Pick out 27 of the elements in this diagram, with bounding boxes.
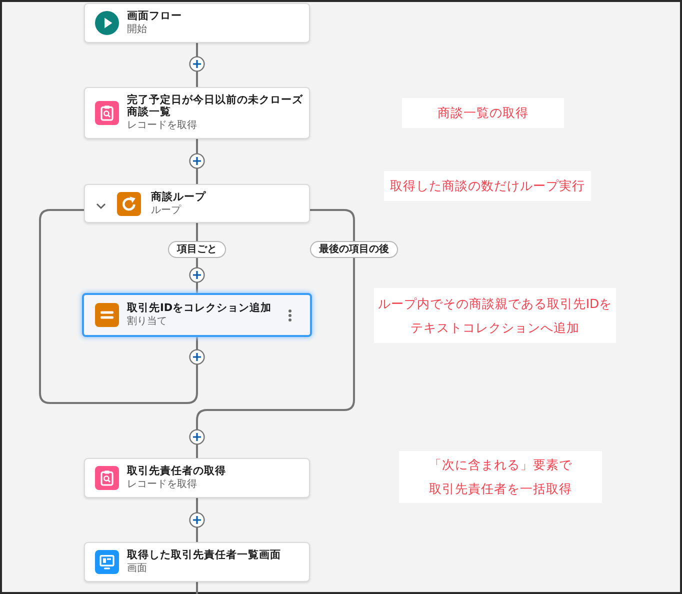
element-title: 取引先IDをコレクション追加 [127, 302, 273, 314]
element-type-label: ループ [151, 204, 182, 216]
annotation-text: 商談一覧の取得 [436, 104, 530, 122]
annotation-text: 取得した商談の数だけループ実行 [389, 177, 586, 195]
flow-element-card [82, 293, 312, 337]
element-type-label: 割り当て [127, 315, 168, 328]
flow-element-card [84, 184, 310, 223]
connector-line [196, 582, 198, 594]
annotation-text: 「次に含まれる」要素で取引先責任者を一括取得 [429, 456, 572, 498]
element-type-label: レコードを取得 [127, 478, 198, 491]
edge-label: 最後の項目の後 [310, 240, 398, 258]
connector-line [39, 209, 198, 404]
element-title: 画面フロー [127, 10, 183, 22]
edge-label: 項目ごと [168, 240, 226, 258]
element-title: 取得した取引先責任者一覧画面 [127, 549, 282, 561]
element-type-label: 開始 [127, 23, 148, 36]
connector-line [196, 209, 355, 458]
flow-element-card [84, 87, 310, 139]
flow-element-card [84, 3, 310, 43]
element-title: 商談ループ [151, 190, 207, 202]
flow-element-card [84, 458, 310, 498]
flow-element-card [84, 542, 310, 582]
element-title: 完了予定日が今日以前の未クローズ商談一覧 [127, 94, 303, 118]
element-title: 取引先責任者の取得 [127, 465, 227, 477]
element-type-label: レコードを取得 [127, 119, 198, 132]
element-type-label: 画面 [127, 562, 148, 575]
annotation-text: ループ内でその商談親である取引先IDをテキストコレクションへ追加 [376, 294, 614, 336]
